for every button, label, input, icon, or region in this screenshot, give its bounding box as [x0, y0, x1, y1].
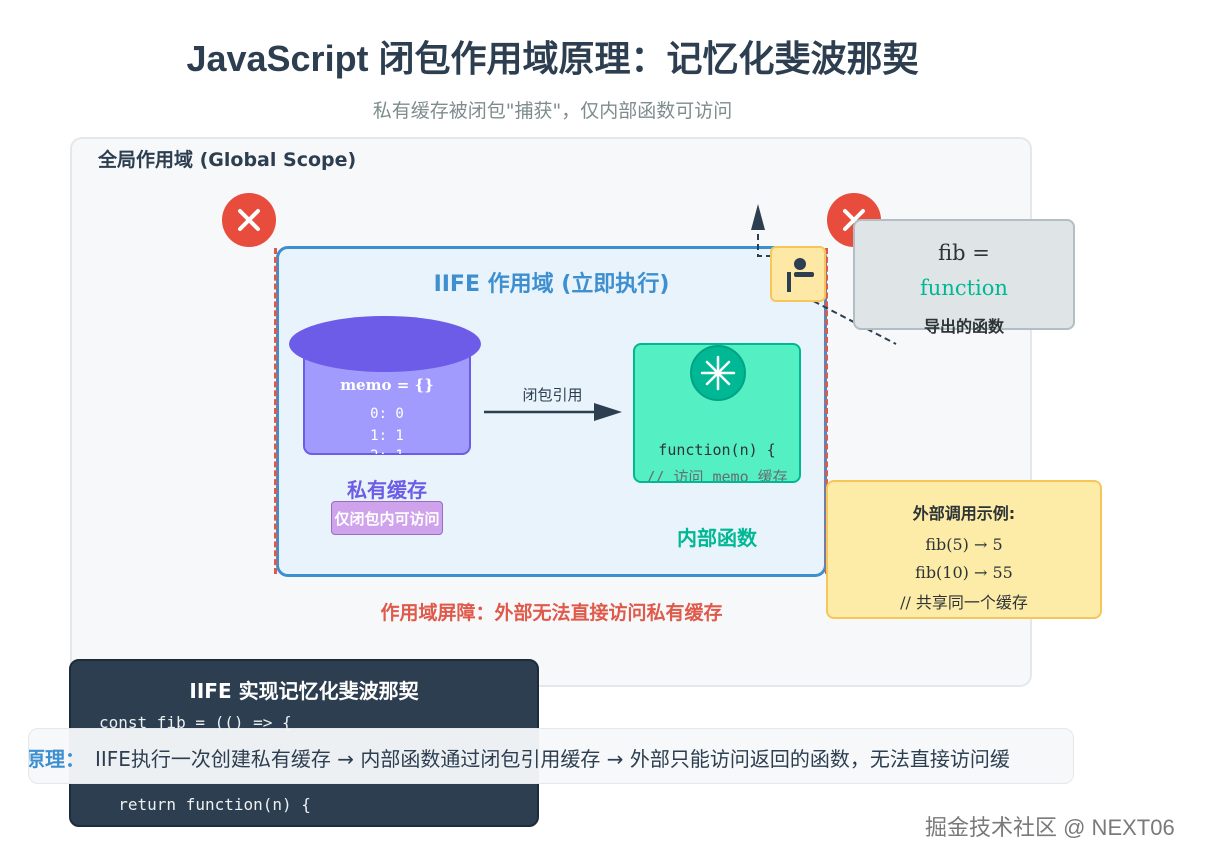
inner-code-comment: // 访问 memo 缓存 — [646, 468, 788, 483]
watermark: 掘金技术社区 @ NEXT06 — [925, 815, 1175, 840]
example-title: 外部调用示例: — [912, 504, 1016, 523]
inner-function-code: function(n) { // 访问 memo 缓存 } — [635, 437, 799, 483]
cache-entry: 1: 1 — [370, 428, 404, 444]
inner-function-label: 内部函数 — [677, 526, 757, 550]
principle-text: IIFE执行一次创建私有缓存 → 内部函数通过闭包引用缓存 → 外部只能访问返回… — [95, 747, 1010, 771]
example-comment: // 共享同一个缓存 — [900, 593, 1028, 612]
code-line: return function(n) { — [99, 795, 311, 814]
closure-arrow-label: 闭包引用 — [522, 386, 583, 404]
export-code-line: fib = — [938, 241, 990, 265]
cache-entry: 0: 0 — [370, 406, 404, 422]
cache-code: memo = {} — [340, 376, 434, 394]
export-code-keyword: function — [920, 276, 1008, 300]
example-line: fib(5) → 5 — [925, 535, 1003, 554]
cache-entry: 2: 1 — [370, 448, 404, 459]
inner-function-box: function(n) { // 访问 memo 缓存 } — [633, 343, 801, 483]
private-cache-label: 私有缓存 — [347, 478, 427, 502]
example-line: fib(10) → 55 — [915, 563, 1013, 582]
private-cache-badge: 仅闭包内可访问 — [331, 501, 443, 535]
scope-barrier-left — [274, 248, 277, 574]
inner-code-line: function(n) { — [658, 441, 776, 459]
scope-barrier-text: 作用域屏障：外部无法直接访问私有缓存 — [380, 602, 723, 624]
exported-function-box: fib = function 导出的函数 — [853, 219, 1075, 336]
principle-label: 包原理： — [29, 747, 85, 771]
page-title: JavaScript 闭包作用域原理：记忆化斐波那契 — [186, 38, 919, 79]
closure-arrow — [484, 403, 622, 421]
page-subtitle: 私有缓存被闭包"捕获"，仅内部函数可访问 — [372, 100, 733, 122]
export-caption: 导出的函数 — [923, 317, 1004, 336]
usage-example-box: 外部调用示例: fib(5) → 5 fib(10) → 55 // 共享同一个… — [826, 480, 1102, 619]
code-line: const fib = (() => { — [99, 713, 292, 732]
asterisk-icon — [690, 345, 746, 401]
code-panel-title: IIFE 实现记忆化斐波那契 — [189, 679, 419, 703]
principle-bar: 包原理： IIFE执行一次创建私有缓存 → 内部函数通过闭包引用缓存 → 外部只能… — [28, 728, 1074, 784]
x-circle-icon — [222, 193, 276, 247]
global-scope-label: 全局作用域 (Global Scope) — [98, 149, 357, 171]
scope-barrier-right — [825, 248, 828, 574]
user-icon-box — [770, 246, 826, 302]
iife-scope-title: IIFE 作用域 (立即执行) — [433, 272, 670, 297]
user-icon — [787, 258, 814, 292]
access-path-arrow — [751, 204, 897, 345]
cache-cylinder: memo = {} 0: 0 1: 1 2: 1 — [289, 316, 481, 459]
